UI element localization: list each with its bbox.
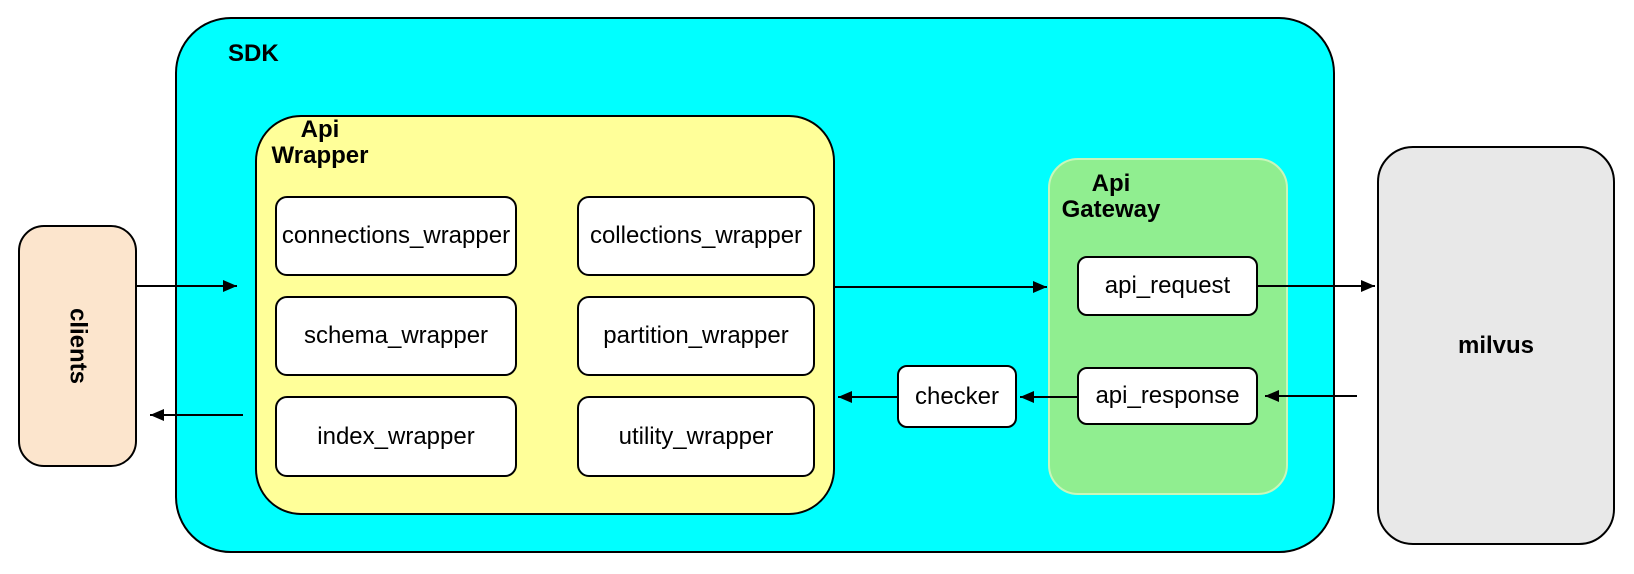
node-schema-wrapper: schema_wrapper [275,296,517,376]
sdk-label: SDK [228,40,279,67]
node-connections-wrapper: connections_wrapper [275,196,517,276]
index-wrapper-label: index_wrapper [317,422,475,450]
node-api-response: api_response [1077,367,1258,425]
api-gateway-label: Api Gateway [1061,170,1161,223]
api-wrapper-label: Api Wrapper [271,116,369,169]
node-index-wrapper: index_wrapper [275,396,517,477]
node-milvus: milvus [1377,146,1615,545]
clients-label: clients [64,307,92,385]
node-api-request: api_request [1077,256,1258,316]
milvus-label: milvus [1457,331,1535,359]
schema-wrapper-label: schema_wrapper [303,322,489,349]
node-partition-wrapper: partition_wrapper [577,296,815,376]
connections-wrapper-label: connections_wrapper [281,222,511,249]
node-utility-wrapper: utility_wrapper [577,396,815,477]
checker-label: checker [914,382,1000,410]
api-request-label: api_request [1104,272,1231,299]
utility-wrapper-label: utility_wrapper [618,422,774,450]
node-clients: clients [18,225,137,467]
collections-wrapper-label: collections_wrapper [589,222,803,249]
node-checker: checker [897,365,1017,428]
node-api-gateway [1048,158,1288,495]
node-collections-wrapper: collections_wrapper [577,196,815,276]
partition-wrapper-label: partition_wrapper [603,322,789,349]
api-response-label: api_response [1095,382,1240,409]
